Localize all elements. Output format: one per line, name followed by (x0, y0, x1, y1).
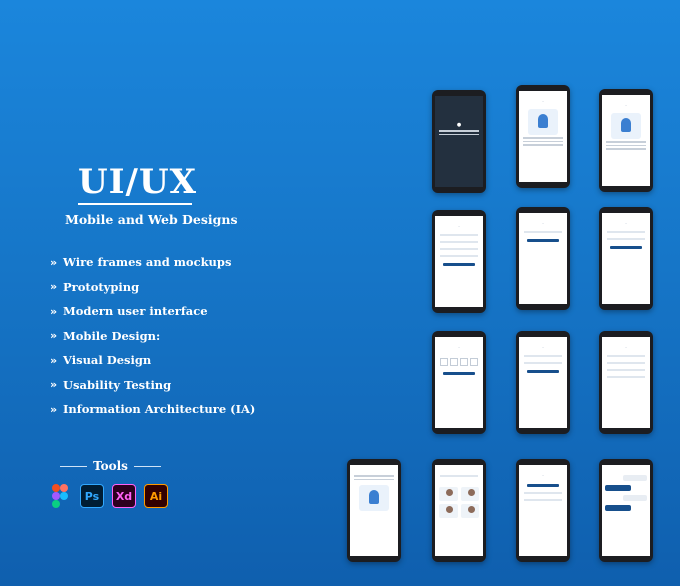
phone-mockup-splash: ● (432, 90, 486, 193)
double-chevron-icon: » (50, 378, 58, 392)
phone-mockup-doctors (432, 459, 486, 562)
code-boxes (435, 358, 483, 366)
divider (133, 465, 161, 467)
doctor-grid (439, 487, 479, 518)
app-logo: ● (456, 122, 462, 128)
double-chevron-icon: » (50, 329, 58, 343)
illustrator-icon: Ai (144, 484, 168, 508)
illustration (528, 109, 558, 135)
feature-item: »Visual Design (50, 353, 152, 368)
feature-item: »Usability Testing (50, 377, 172, 392)
hero-subtitle: Mobile and Web Designs (65, 212, 238, 227)
divider (60, 465, 88, 467)
phone-mockup-chat (599, 459, 653, 562)
phone-mockup-confirm-code: · (432, 331, 486, 434)
feature-item: »Information Architecture (IA) (50, 402, 256, 417)
double-chevron-icon: » (50, 353, 58, 367)
phone-mockup-onboarding-2: · (599, 89, 653, 192)
hero-title-underline (78, 203, 192, 205)
phone-mockup-signin: · (516, 331, 570, 434)
tools-row: Ps Xd Ai (48, 484, 168, 508)
phone-mockup-home (347, 459, 401, 562)
phone-mockup-form: · (599, 331, 653, 434)
double-chevron-icon: » (50, 402, 58, 416)
double-chevron-icon: » (50, 304, 58, 318)
phone-mockup-signup: · (432, 210, 486, 313)
feature-item: »Wire frames and mockups (50, 255, 232, 270)
illustration (359, 485, 389, 511)
illustration (611, 113, 641, 139)
phone-mockup-appointment: · (516, 459, 570, 562)
feature-item: »Prototyping (50, 279, 140, 294)
double-chevron-icon: » (50, 255, 58, 269)
phone-mockup-reset-password: · (599, 207, 653, 310)
photoshop-icon: Ps (80, 484, 104, 508)
hero-title: UI/UX (78, 162, 198, 202)
xd-icon: Xd (112, 484, 136, 508)
feature-item: »Modern user interface (50, 304, 208, 319)
phone-mockup-forgot-password: · (516, 207, 570, 310)
tools-heading: Tools (60, 459, 161, 473)
double-chevron-icon: » (50, 280, 58, 294)
figma-icon (48, 484, 72, 508)
phone-mockup-onboarding-1: · (516, 85, 570, 188)
feature-item: »Mobile Design: (50, 328, 161, 343)
feature-list: »Wire frames and mockups »Prototyping »M… (50, 250, 255, 422)
